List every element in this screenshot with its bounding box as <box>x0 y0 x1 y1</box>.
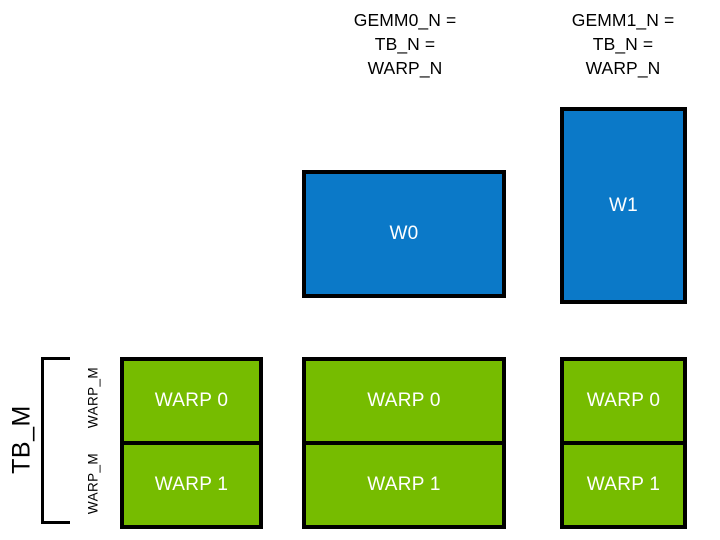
blue-tile-w0: W0 <box>302 170 506 298</box>
warp-cell: WARP 0 <box>560 357 687 445</box>
warp-cell: WARP 1 <box>302 441 506 529</box>
warp-cell: WARP 0 <box>120 357 263 445</box>
axis-label-warp-m-top: WARP_M <box>85 366 101 429</box>
axis-label-tb-m: TB_M <box>7 405 36 474</box>
column-header-gemm1: GEMM1_N = TB_N = WARP_N <box>571 10 675 78</box>
column-header-gemm0: GEMM0_N = TB_N = WARP_N <box>353 10 457 78</box>
tb-m-bracket <box>41 357 70 524</box>
warp-cell: WARP 1 <box>560 441 687 529</box>
warp-cell: WARP 1 <box>120 441 263 529</box>
warp-column-1: WARP 0 WARP 1 <box>302 357 506 529</box>
warp-column-2: WARP 0 WARP 1 <box>560 357 687 529</box>
warp-cell: WARP 0 <box>302 357 506 445</box>
warp-column-0: WARP 0 WARP 1 <box>120 357 263 529</box>
blue-tile-w1: W1 <box>560 107 687 304</box>
axis-label-warp-m-bottom: WARP_M <box>85 452 101 515</box>
